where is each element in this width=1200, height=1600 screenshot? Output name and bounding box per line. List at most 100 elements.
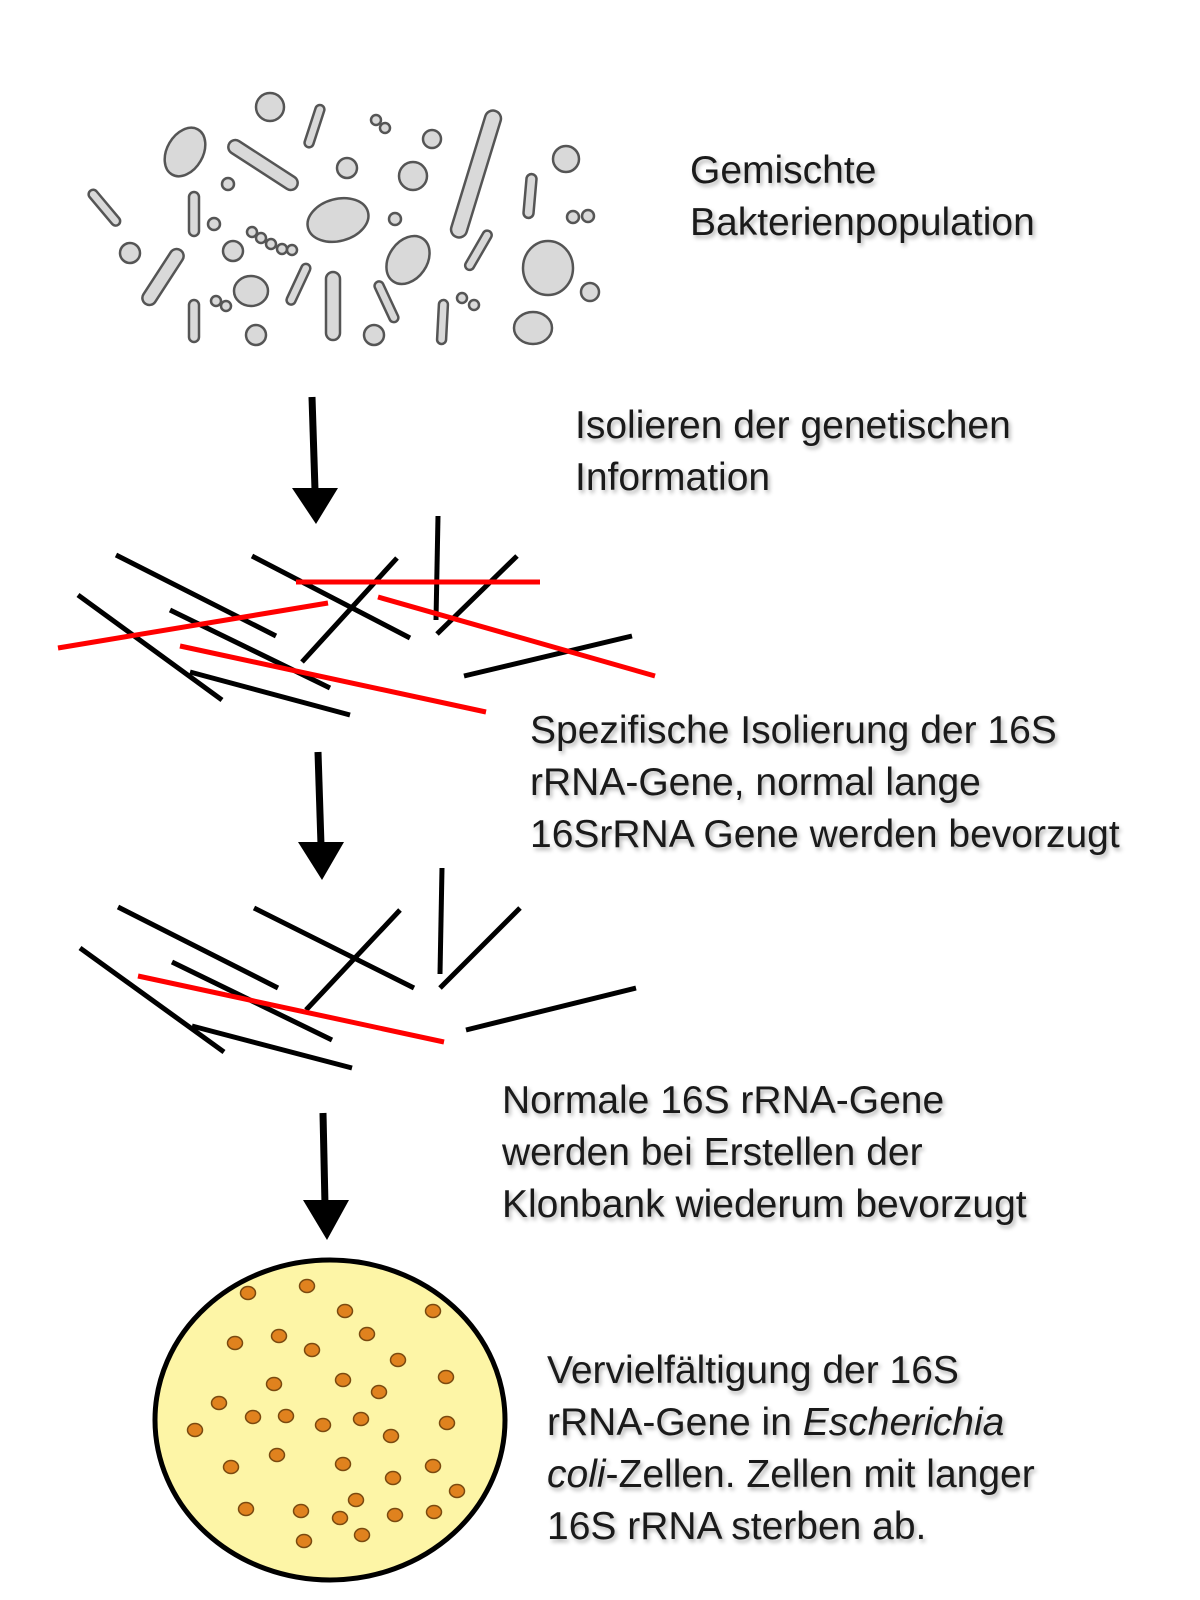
gene-fragment-normal — [300, 556, 399, 664]
bacterium — [435, 298, 450, 346]
bacterium — [387, 211, 403, 227]
colony — [438, 1415, 456, 1431]
gene-fragment-normal — [437, 867, 445, 975]
colony — [437, 1369, 455, 1385]
species-name: Escherichia — [802, 1401, 1005, 1444]
colony — [353, 1527, 371, 1543]
bacterium — [275, 242, 289, 256]
bacterium — [285, 243, 299, 257]
gene-fragment-normal — [252, 905, 416, 991]
bacterium — [209, 294, 223, 308]
gene-fragment-normal — [189, 669, 351, 718]
colony — [448, 1483, 466, 1499]
bacterium — [254, 91, 286, 123]
bacterium — [244, 323, 268, 347]
label-specific-isolation: Spezifische Isolierung der 16S rRNA-Gene… — [530, 705, 1120, 861]
label-line: Bakterienpopulation — [690, 201, 1035, 244]
gene-fragment-normal — [463, 633, 633, 679]
colony — [347, 1492, 365, 1508]
label-isolate-genetic-info: Isolieren der genetischen Information — [575, 400, 1011, 504]
gene-fragment-long — [137, 973, 445, 1045]
bacterium — [565, 209, 581, 225]
colonies — [186, 1278, 466, 1549]
bacterium — [187, 298, 201, 344]
bacterium — [373, 280, 400, 324]
colony — [314, 1417, 332, 1433]
bacterium — [220, 176, 236, 192]
label-fragment: -Zellen. Zellen mit langer — [605, 1453, 1035, 1496]
colony — [226, 1335, 244, 1351]
colony — [298, 1278, 316, 1294]
bacterium — [141, 247, 185, 307]
colony — [303, 1342, 321, 1358]
bacterium — [579, 281, 601, 303]
bacterium — [163, 126, 207, 178]
colony — [292, 1503, 310, 1519]
bacterium — [522, 172, 538, 220]
label-ecoli-amplification: Vervielfältigung der 16S rRNA-Gene in Es… — [547, 1345, 1035, 1553]
bacterium — [221, 239, 245, 263]
gene-fragment-long — [57, 600, 329, 651]
bacterium — [227, 138, 299, 192]
colony — [336, 1303, 354, 1319]
bacterium — [449, 109, 503, 239]
bacterium — [219, 299, 233, 313]
colony — [425, 1504, 443, 1520]
bacterium — [232, 274, 270, 308]
bacterium — [118, 241, 142, 265]
label-line: Spezifische Isolierung der 16S — [530, 709, 1057, 752]
gene-fragments-selected — [78, 867, 637, 1071]
label-line: Normale 16S rRNA-Gene — [502, 1079, 945, 1122]
label-line: Gemischte — [690, 149, 877, 192]
colony — [237, 1501, 255, 1517]
bacterium — [87, 188, 122, 227]
label-fragment: rRNA-Gene in — [547, 1401, 803, 1444]
colony — [370, 1384, 388, 1400]
colony — [265, 1376, 283, 1392]
colony — [334, 1456, 352, 1472]
down-arrow-3 — [303, 1112, 349, 1240]
bacterium — [580, 208, 596, 224]
bacterium — [306, 196, 370, 244]
label-line: 16SrRNA Gene werden bevorzugt — [530, 813, 1120, 856]
bacterium — [467, 298, 481, 312]
colony — [384, 1470, 402, 1486]
bacterium — [455, 291, 469, 305]
gene-fragment-normal — [304, 908, 402, 1012]
colony — [268, 1447, 286, 1463]
gene-fragment-normal — [435, 554, 519, 636]
bacterium — [264, 237, 278, 251]
bacterium — [324, 270, 342, 342]
down-arrow-1 — [292, 396, 338, 524]
colony — [244, 1409, 262, 1425]
bacterium — [335, 156, 359, 180]
bacterium — [421, 128, 443, 150]
bacterium — [521, 239, 575, 297]
species-name: coli — [547, 1453, 606, 1496]
colony — [277, 1408, 295, 1424]
bacterium — [362, 323, 386, 347]
label-clone-library: Normale 16S rRNA-Gene werden bei Erstell… — [502, 1075, 1027, 1231]
label-line: rRNA-Gene in Escherichia — [547, 1397, 1035, 1449]
colony — [352, 1411, 370, 1427]
colony — [222, 1459, 240, 1475]
bacterium — [245, 225, 259, 239]
label-line: Information — [575, 456, 771, 499]
bacterium — [254, 231, 268, 245]
down-arrow-2 — [298, 751, 344, 880]
bacterium — [303, 103, 326, 149]
colony — [389, 1352, 407, 1368]
bacterium — [378, 121, 392, 135]
colony — [239, 1285, 257, 1301]
gene-fragment-normal — [250, 553, 412, 641]
bacterium — [206, 216, 222, 232]
bacterium — [369, 113, 383, 127]
bacterium — [187, 190, 201, 238]
label-line: 16S rRNA sterben ab. — [547, 1505, 927, 1548]
colony — [424, 1458, 442, 1474]
bacterium — [512, 310, 554, 346]
colony — [186, 1422, 204, 1438]
gene-fragment-normal — [114, 552, 278, 639]
label-line: rRNA-Gene, normal lange — [530, 761, 981, 804]
colony — [210, 1395, 228, 1411]
